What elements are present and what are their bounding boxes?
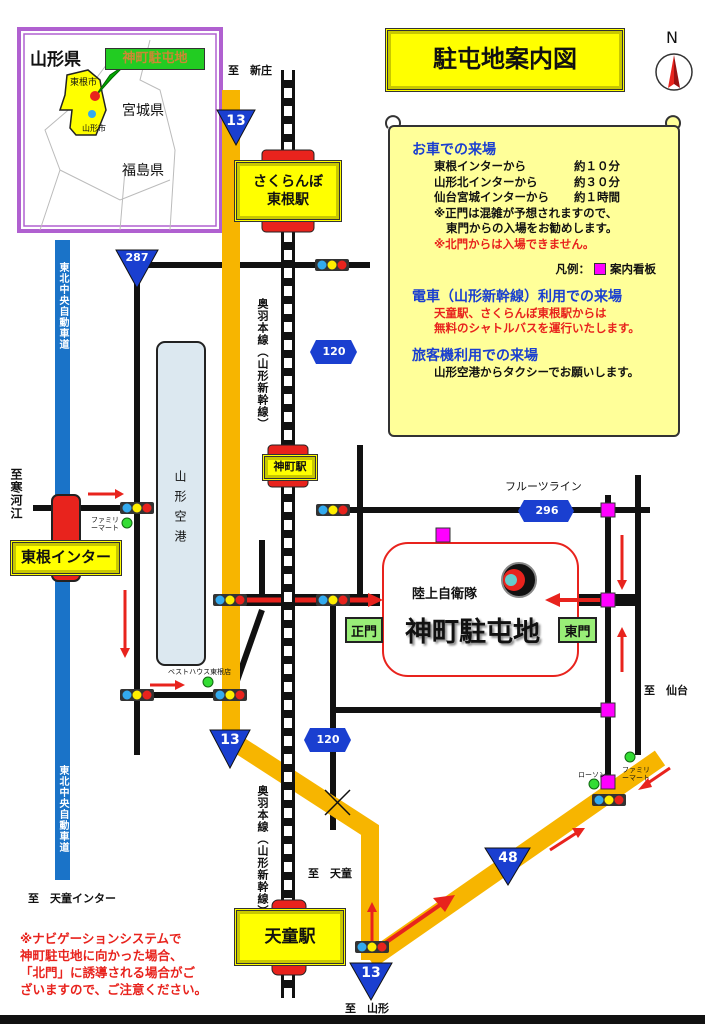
legend-sign-swatch — [593, 263, 606, 275]
to-tendo: 至 天童 — [308, 867, 352, 880]
traffic-light — [355, 941, 389, 953]
car-time: 約１時間 — [574, 190, 620, 204]
route-287-label: 287 — [125, 251, 149, 264]
north-label: N — [666, 28, 678, 47]
sakuranbo-higashine-station: さくらんぼ東根駅 — [234, 160, 342, 222]
fruit-line-label: フルーツライン — [505, 480, 582, 493]
warning-line: ※ナビゲーションシステムで — [20, 931, 182, 946]
plane-heading: 旅客機利用での来場 — [412, 347, 538, 364]
route-13-label: 13 — [226, 113, 246, 129]
route-120-label: 120 — [322, 345, 346, 358]
to-shinjo: 至 新庄 — [228, 64, 272, 77]
guide-signs — [435, 502, 616, 790]
legend-item: 案内看板 — [610, 262, 656, 276]
inset-fukushima: 福島県 — [122, 163, 164, 179]
airport-label: 山形空港 — [173, 470, 187, 550]
note-red: ※北門からは入場できません。 — [434, 236, 595, 251]
besthouse-label: ベストハウス東根店 — [168, 668, 232, 676]
route-13-label: 13 — [220, 732, 240, 748]
page-title: 駐屯地案内図 — [385, 28, 625, 92]
familymart-label: ファミリーマート — [622, 766, 650, 782]
route-shields — [115, 109, 574, 1002]
traffic-light — [316, 504, 350, 516]
car-from: 山形北インターから — [434, 174, 538, 189]
car-time: 約１０分 — [574, 159, 620, 173]
to-yamagata: 至 山形 — [345, 1002, 389, 1015]
traffic-light — [213, 594, 247, 606]
familymart-label: ファミリーマート — [91, 516, 119, 532]
yamagata-city-dot — [88, 110, 96, 118]
rail-line-label: 奥羽本線（山形新幹線） — [256, 785, 269, 917]
train-line: 無料のシャトルバスを運行いたします。 — [434, 321, 640, 335]
traffic-light — [120, 502, 154, 514]
rail-line-label: 奥羽本線（山形新幹線） — [256, 298, 269, 430]
car-heading: お車での来場 — [412, 142, 496, 158]
lawson-label: ローソン — [578, 771, 606, 779]
car-from: 東根インターから — [434, 159, 526, 173]
route-48-label: 48 — [498, 850, 518, 866]
route-120-label: 120 — [316, 733, 340, 746]
navigation-warning: ※ナビゲーションシステムで 神町駐屯地に向かった場合、 「北門」に誘導される場合… — [20, 930, 207, 998]
east-gate: 東門 — [558, 617, 597, 643]
info-panel: お車での来場 東根インターから 約１０分 山形北インターから 約３０分 仙台宮城イン… — [388, 125, 680, 437]
to-sendai: 至 仙台 — [644, 684, 688, 697]
jsdf-label: 陸上自衛隊 — [412, 587, 478, 602]
warning-line: ざいますので、ご注意ください。 — [20, 982, 208, 997]
airport — [156, 341, 206, 666]
warning-line: 「北門」に誘導される場合がご — [20, 965, 196, 980]
legend-label: 凡例： — [555, 262, 590, 276]
main-gate: 正門 — [345, 617, 383, 643]
inset-city-higashine: 東根市 — [70, 78, 98, 88]
jinmachi-station: 神町駅 — [262, 454, 318, 481]
inset-callout: 神町駐屯地 — [105, 48, 205, 70]
to-tendo-ic: 至 天童インター — [28, 892, 116, 905]
plane-line: 山形空港からタクシーでお願いします。 — [434, 364, 640, 379]
traffic-light — [120, 689, 154, 701]
route-296-label: 296 — [535, 504, 559, 517]
station-name-line2: 東根駅 — [267, 192, 309, 208]
tendo-station: 天童駅 — [234, 908, 346, 966]
yamagata-region — [58, 69, 107, 136]
route-13-label: 13 — [361, 965, 381, 981]
camp-location-dot — [90, 91, 100, 101]
car-times: 東根インターから 約１０分 山形北インターから 約３０分 仙台宮城インターから 約１時… — [412, 159, 668, 252]
legend: 凡例： 案内看板 — [412, 262, 668, 278]
to-sagae: 至寒河江 — [9, 468, 23, 520]
note-line: ※正門は混雑が予想されますので、 — [434, 205, 618, 220]
inset-borders — [39, 39, 176, 231]
expressway-label: 東北中央自動車道 — [57, 262, 68, 350]
car-from: 仙台宮城インターから — [434, 190, 549, 204]
note-line: 東門からの入場をお勧めします。 — [446, 221, 618, 235]
inset-miyagi: 宮城県 — [122, 103, 164, 119]
camp-name: 神町駐屯地 — [405, 617, 540, 648]
expressway-label: 東北中央自動車道 — [57, 765, 68, 853]
traffic-lights — [120, 259, 626, 953]
train-heading: 電車（山形新幹線）利用での来場 — [412, 288, 622, 305]
inset-prefecture: 山形県 — [30, 50, 81, 70]
direction-arrows — [88, 489, 671, 950]
traffic-light — [592, 794, 626, 806]
traffic-light — [213, 689, 247, 701]
store-markers — [121, 517, 636, 790]
inset-city-yamagata: 山形市 — [82, 124, 106, 133]
train-line: 天童駅、さくらんぼ東根駅からは — [434, 305, 607, 320]
warning-line: 神町駐屯地に向かった場合、 — [20, 948, 183, 963]
higashine-ic: 東根インター — [10, 540, 122, 576]
traffic-light — [316, 594, 350, 606]
traffic-light — [315, 259, 349, 271]
station-name-line1: さくらんぼ — [253, 173, 323, 190]
car-time: 約３０分 — [574, 174, 620, 189]
